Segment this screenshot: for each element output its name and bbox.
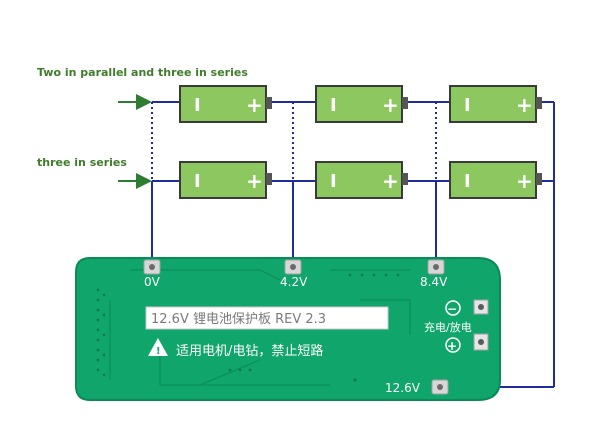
plus-sign: + [447, 339, 457, 353]
battery-plus-label: + [246, 169, 263, 193]
label-two-parallel-three-series: Two in parallel and three in series [37, 66, 248, 79]
minus-terminal-icon [445, 300, 461, 316]
battery-plus-label: + [382, 93, 399, 117]
warning-icon: ! [148, 338, 168, 357]
minus-sign: − [447, 302, 457, 316]
label-three-series: three in series [37, 156, 127, 169]
battery-minus-label: I [464, 171, 471, 192]
battery-top-2: I + [315, 85, 408, 123]
battery-plus-label: + [382, 169, 399, 193]
battery-plus-label: + [516, 93, 533, 117]
charge-discharge-label: 充电/放电 [424, 320, 472, 334]
battery-bottom-1: I + [179, 161, 272, 199]
battery-plus-label: + [516, 169, 533, 193]
plus-terminal-icon [445, 337, 461, 353]
pad-42v-hole [290, 264, 296, 270]
board-warning: 适用电机/电钻，禁止短路 [176, 343, 323, 359]
protection-board: 0V 4.2V 8.4V 12.6V 12.6V 锂电池保护板 REV 2.3 … [75, 257, 501, 401]
pad-0v-hole [149, 264, 155, 270]
battery-top-1: I + [179, 85, 272, 123]
pad-label-4-2v: 4.2V [280, 275, 308, 289]
battery-minus-label: I [330, 95, 337, 116]
battery-bottom-2: I + [315, 161, 408, 199]
board-title: 12.6V 锂电池保护板 REV 2.3 [151, 312, 326, 327]
battery-minus-label: I [194, 171, 201, 192]
battery-minus-label: I [194, 95, 201, 116]
battery-top-3: I + [449, 85, 542, 123]
pad-label-0v: 0V [144, 275, 161, 289]
battery-plus-label: + [246, 93, 263, 117]
battery-minus-label: I [464, 95, 471, 116]
parallel-links [151, 102, 555, 181]
pad-126v-hole [437, 384, 443, 390]
battery-minus-label: I [330, 171, 337, 192]
pad-label-8-4v: 8.4V [420, 275, 448, 289]
battery-bottom-3: I + [449, 161, 542, 199]
svg-text:!: ! [156, 346, 161, 357]
pad-84v-hole [433, 264, 439, 270]
pad-label-12-6v: 12.6V [385, 381, 421, 395]
